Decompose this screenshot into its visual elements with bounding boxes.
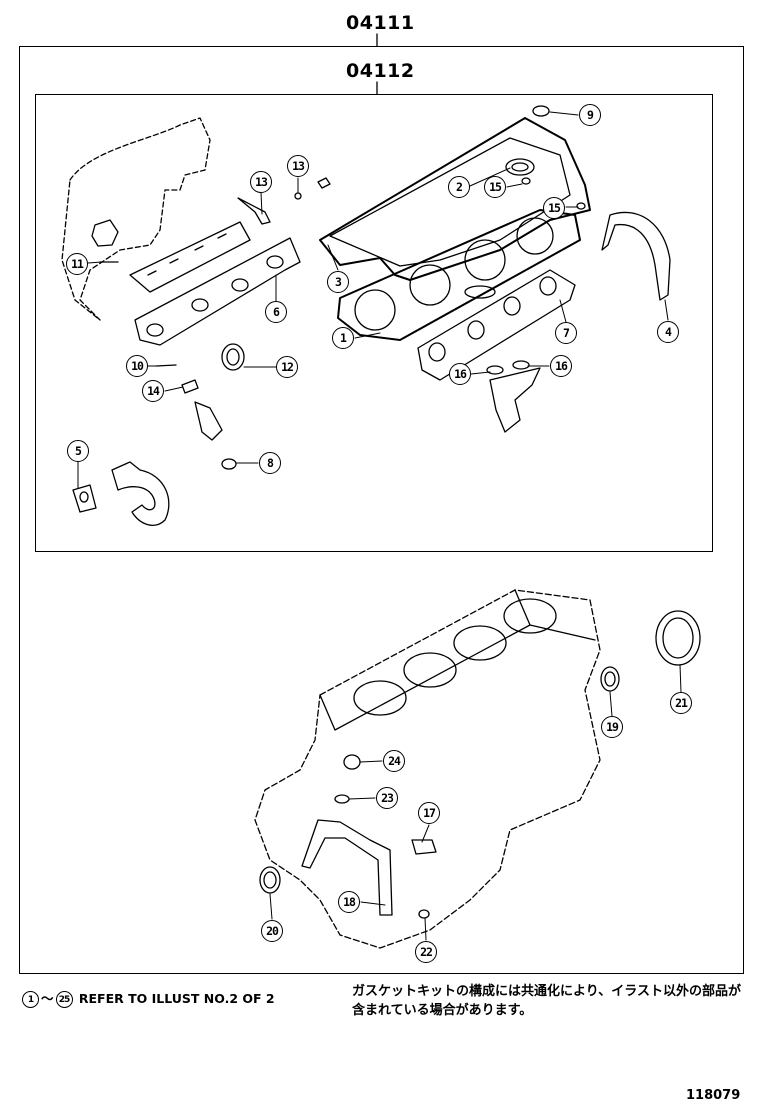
callout-8: 8	[259, 452, 281, 474]
callout-5: 5	[67, 440, 89, 462]
japanese-note: ガスケットキットの構成には共通化により、イラスト以外の部品が含まれている場合があ…	[352, 984, 741, 1018]
inner-kit-frame	[35, 94, 713, 552]
refer-note: 1～25 REFER TO ILLUST NO.2 OF 2	[20, 988, 275, 1008]
range-end-badge: 25	[55, 991, 73, 1008]
callout-3: 3	[327, 271, 349, 293]
callout-16a: 16	[449, 363, 471, 385]
callout-14: 14	[142, 380, 164, 402]
assembly-code-inner: 04112	[346, 60, 415, 82]
illustration-id: 118079	[686, 1088, 741, 1103]
callout-2: 2	[448, 176, 470, 198]
callout-7: 7	[555, 322, 577, 344]
intake-manifold-gasket	[129, 221, 251, 293]
callout-13b: 13	[287, 155, 309, 177]
intake-manifold-outline	[61, 117, 211, 321]
callout-15a: 15	[484, 176, 506, 198]
callout-12: 12	[276, 356, 298, 378]
callout-4: 4	[657, 321, 679, 343]
refer-text: REFER TO ILLUST NO.2 OF 2	[78, 991, 275, 1006]
intake-port-flange	[91, 219, 119, 247]
valve-cover-gasket	[319, 117, 591, 281]
callout-22: 22	[415, 941, 437, 963]
outer-kit-frame	[19, 46, 744, 974]
range-start-badge: 1	[22, 991, 39, 1008]
cylinder-block-outline	[254, 589, 601, 949]
callout-11: 11	[66, 253, 88, 275]
exhaust-manifold-gasket-left	[134, 237, 301, 346]
callout-19: 19	[601, 716, 623, 738]
range-separator: ～	[41, 991, 54, 1006]
exhaust-manifold-gasket-right	[417, 269, 576, 381]
callout-18: 18	[338, 891, 360, 913]
callout-13a: 13	[250, 171, 272, 193]
timing-cover-gasket	[601, 211, 671, 301]
callout-9: 9	[579, 104, 601, 126]
callout-17: 17	[418, 802, 440, 824]
assembly-code-outer: 04111	[346, 12, 415, 34]
callout-15b: 15	[543, 197, 565, 219]
callout-21: 21	[670, 692, 692, 714]
oil-pump-gasket	[301, 819, 393, 916]
callout-1: 1	[332, 327, 354, 349]
callout-23: 23	[376, 787, 398, 809]
callout-20: 20	[261, 920, 283, 942]
water-bypass-pipe	[111, 461, 170, 526]
callout-16b: 16	[550, 355, 572, 377]
callout-24: 24	[383, 750, 405, 772]
callout-10: 10	[126, 355, 148, 377]
callout-6: 6	[265, 301, 287, 323]
cylinder-head-gasket	[337, 209, 581, 341]
